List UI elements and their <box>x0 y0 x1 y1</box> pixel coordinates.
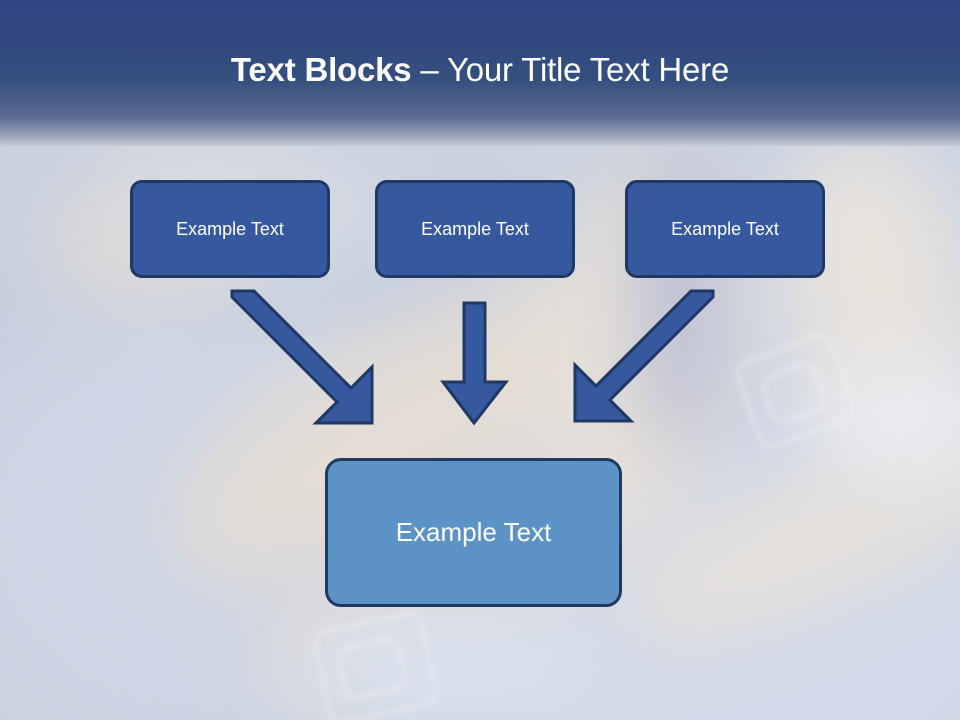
title-band: Text Blocks – Your Title Text Here <box>0 0 960 146</box>
text-block-2[interactable]: Example Text <box>375 180 575 278</box>
text-block-3[interactable]: Example Text <box>625 180 825 278</box>
text-block-3-label: Example Text <box>671 218 779 239</box>
text-block-result-label: Example Text <box>395 517 552 547</box>
text-block-1-label: Example Text <box>176 218 284 239</box>
text-block-2-label: Example Text <box>421 218 529 239</box>
slide-title-bold: Text Blocks <box>230 51 412 88</box>
text-block-result[interactable]: Example Text <box>325 458 622 607</box>
slide-title-light: Your Title Text Here <box>446 51 730 88</box>
slide-title: Text Blocks – Your Title Text Here <box>0 49 960 91</box>
text-block-1[interactable]: Example Text <box>130 180 330 278</box>
slide-title-separator: – <box>411 51 447 88</box>
